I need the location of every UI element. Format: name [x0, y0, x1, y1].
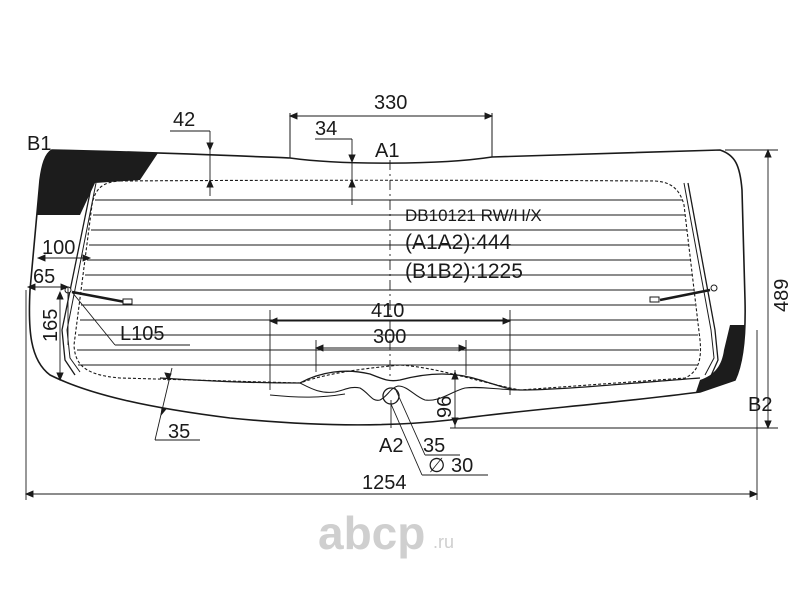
bottom-wiper-cutout: [159, 370, 701, 391]
bus-bar-left-inner: [66, 182, 97, 373]
bus-bar-right: [687, 182, 719, 379]
dim-35-a2: 35: [423, 435, 445, 457]
heating-field-border: [73, 179, 702, 391]
dim-1254: 1254: [362, 472, 407, 494]
connector-right: [649, 284, 718, 303]
dim-100: 100: [42, 237, 75, 259]
glass-outline: [28, 149, 746, 426]
dimension-lines: [24, 112, 778, 500]
dim-35-bottom: 35: [168, 421, 190, 443]
frit-bottom-right: [695, 325, 746, 400]
watermark-tld: .ru: [433, 532, 454, 552]
distance-a1a2: (A1A2):444: [405, 231, 512, 254]
dark-frit-areas: [30, 150, 746, 400]
top-notch: [289, 113, 493, 158]
dim-l105: L105: [120, 323, 165, 345]
bottom-wiper-cutout-wave: [299, 382, 521, 401]
bus-bar-right-inner: [683, 182, 715, 376]
dim-165: 165: [40, 309, 62, 342]
bottom-wiper-cutout-inner: [269, 393, 346, 398]
dim-65: 65: [33, 266, 55, 288]
dim-96: 96: [434, 396, 456, 418]
dim-hole-diameter: ∅ 30: [428, 455, 473, 477]
bus-bar-left: [61, 182, 93, 376]
distance-b1b2: (B1B2):1225: [405, 260, 523, 283]
watermark-brand: abcp: [318, 507, 425, 559]
dim-300: 300: [373, 326, 406, 348]
label-b1: B1: [27, 133, 51, 155]
dim-489: 489: [771, 279, 793, 312]
dim-330: 330: [374, 92, 407, 114]
heater-lines: [77, 199, 699, 366]
dim-34: 34: [315, 118, 337, 140]
dim-42: 42: [173, 109, 195, 131]
frit-top-left: [30, 150, 160, 215]
part-code: DB10121 RW/H/X: [405, 206, 542, 225]
label-a2: A2: [379, 435, 403, 457]
dim-410: 410: [371, 300, 404, 322]
connector-left: [64, 286, 133, 305]
label-b2: B2: [748, 394, 772, 416]
label-a1: A1: [375, 140, 399, 162]
